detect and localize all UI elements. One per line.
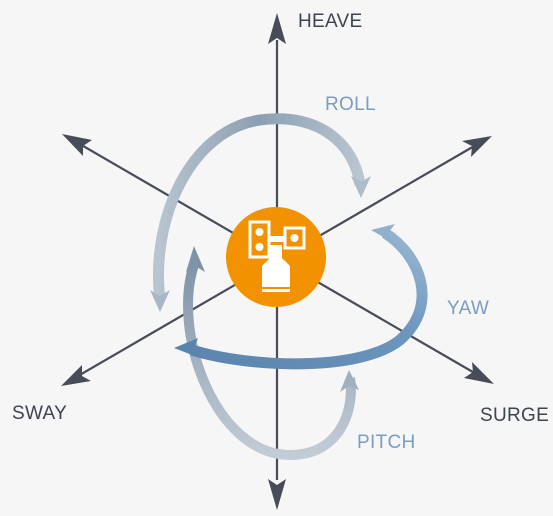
heave-arrowhead-down [268, 479, 286, 510]
robot-vehicle-icon [248, 220, 306, 292]
roll-arrowhead-bottom [150, 290, 170, 312]
sway-arrowhead-lower-left [61, 365, 91, 386]
pitch-arrowhead-top [186, 246, 205, 272]
surge-label: SURGE [480, 405, 550, 426]
pitch-rotation-arrow [183, 246, 359, 461]
pitch-arrowhead-end [340, 370, 359, 392]
sway-arrowhead-upper-right [462, 136, 492, 157]
heave-arrowhead-up [268, 13, 286, 44]
heave-label: HEAVE [298, 11, 363, 32]
roll-arrowhead-right [351, 176, 371, 198]
yaw-label: YAW [447, 298, 490, 319]
yaw-arrowhead-top [371, 224, 395, 243]
sway-label: SWAY [12, 403, 68, 424]
center-badge [226, 207, 326, 307]
surge-arrowhead-upper-left [62, 134, 92, 156]
yaw-arrowhead-left [174, 338, 200, 358]
roll-label: ROLL [325, 94, 376, 115]
surge-arrowhead-lower-right [464, 362, 494, 384]
yaw-rotation-arrow [174, 224, 428, 370]
pitch-label: PITCH [357, 432, 416, 453]
roll-rotation-arrow [150, 113, 371, 312]
